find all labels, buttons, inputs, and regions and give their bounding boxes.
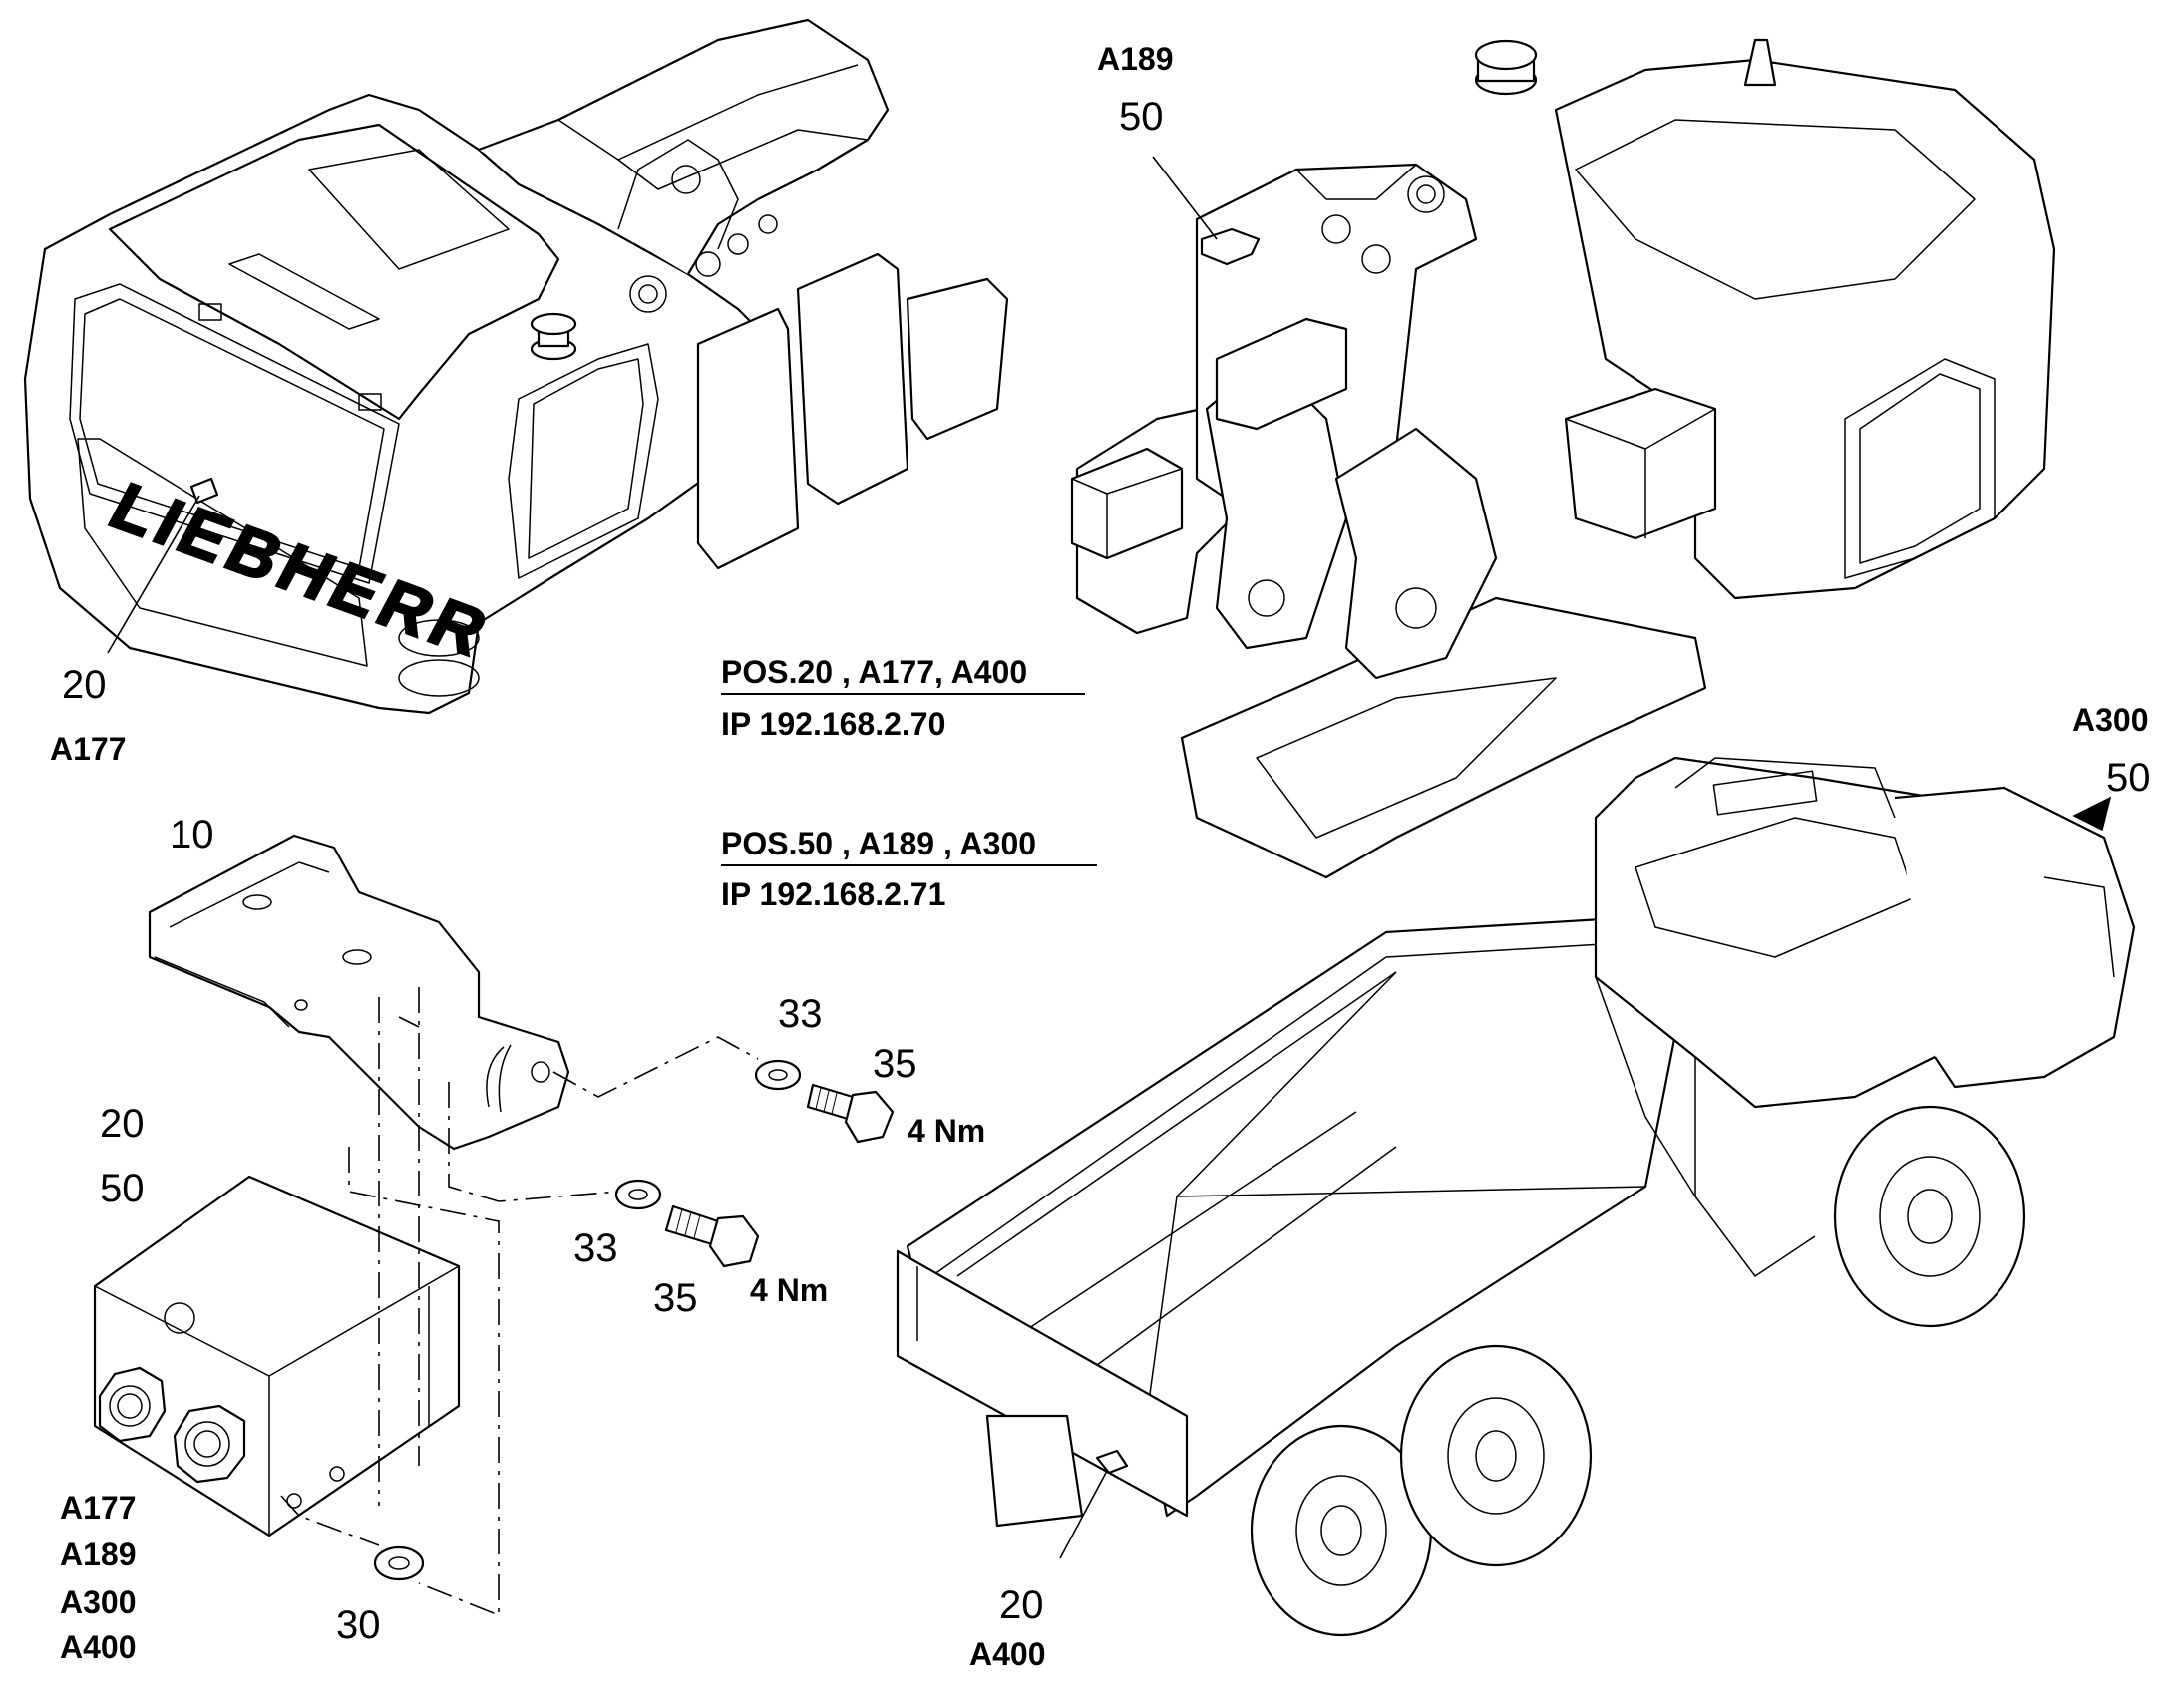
group2-title: POS.50 , A189 , A300 <box>721 826 1036 861</box>
info-block-group-2: POS.50 , A189 , A300 IP 192.168.2.71 <box>721 826 1097 912</box>
callout-truck-cab-pos: 50 <box>2106 756 2151 800</box>
callout-bolt-lower: 35 <box>653 1276 698 1320</box>
info-block-group-1: POS.20 , A177, A400 IP 192.168.2.70 <box>721 654 1085 742</box>
callout-bracket: 10 <box>170 813 214 856</box>
callout-truck-rear-code: A400 <box>969 1636 1046 1672</box>
module-code-2: A189 <box>60 1537 137 1572</box>
callout-bolt-upper: 35 <box>873 1042 917 1086</box>
torque-lower: 4 Nm <box>750 1272 828 1308</box>
module-code-1: A177 <box>60 1490 137 1526</box>
excavator-upper-illustration <box>1070 38 2056 879</box>
callout-truck-rear-pos: 20 <box>999 1583 1044 1627</box>
group1-title: POS.20 , A177, A400 <box>721 654 1027 690</box>
callout-excavator-rear-pos: 20 <box>62 663 107 707</box>
module-code-3: A300 <box>60 1584 137 1620</box>
callout-excavator-rear-code: A177 <box>50 731 127 767</box>
callout-excavator-top-pos: 50 <box>1119 95 1164 139</box>
exploded-parts-view <box>93 834 895 1617</box>
callout-module-pos-a: 20 <box>100 1102 145 1146</box>
callout-excavator-top-code: A189 <box>1097 41 1174 77</box>
callout-washer-lower: 33 <box>573 1226 618 1270</box>
callout-truck-cab-code: A300 <box>2072 702 2149 738</box>
excavator-rear-illustration: LIEBHERR <box>23 18 1009 715</box>
module-code-4: A400 <box>60 1629 137 1665</box>
callout-washer-module: 30 <box>336 1603 381 1647</box>
callout-module-pos-b: 50 <box>100 1167 145 1210</box>
group2-ip: IP 192.168.2.71 <box>721 876 945 912</box>
group1-ip: IP 192.168.2.70 <box>721 706 945 742</box>
callout-washer-upper: 33 <box>778 992 823 1036</box>
leader-line-truck-rear <box>1059 1470 1108 1559</box>
leader-line-excavator-rear <box>107 495 200 654</box>
leader-line-excavator-top <box>1152 156 1218 240</box>
dump-truck-illustration <box>896 756 2136 1637</box>
torque-upper: 4 Nm <box>908 1113 985 1149</box>
